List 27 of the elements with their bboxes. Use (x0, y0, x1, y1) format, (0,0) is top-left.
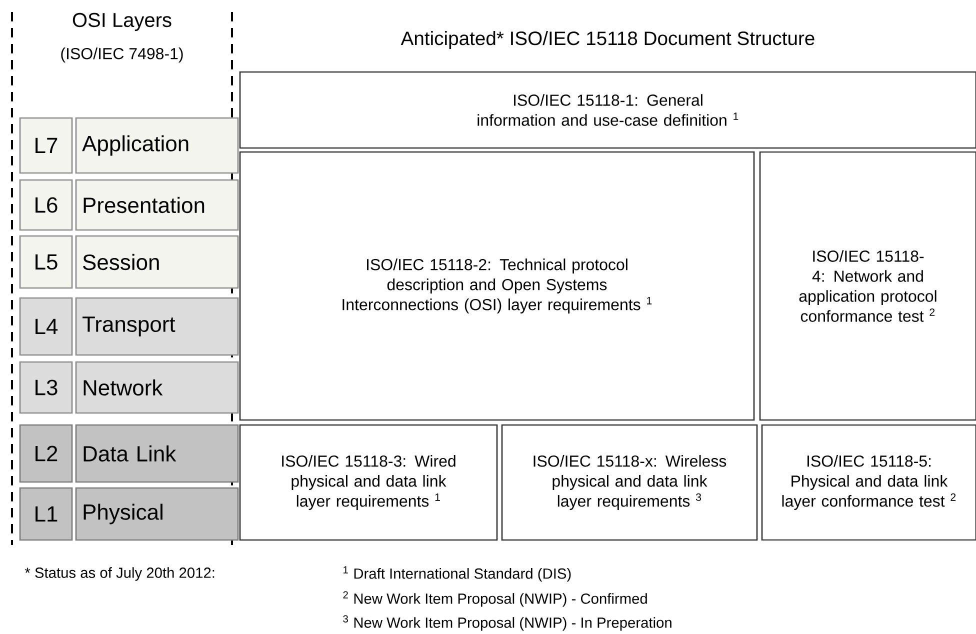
layer-cell: Session (75, 235, 239, 289)
layer-cell: Application (75, 117, 239, 174)
layer-cell: Network (75, 361, 239, 414)
footnote-text: * Status as of July 20th 2012: (24, 567, 214, 581)
layer-cell: L4 (19, 297, 73, 356)
layer-cell: Presentation (75, 179, 239, 231)
column-heading: OSI Layers (72, 12, 172, 32)
document-box: ISO/IEC 15118-4: Network and application protocol conformance test $^{2}$ (759, 151, 976, 421)
diagram-title: Anticipated* ISO/IEC 15118 Document Structure (400, 30, 814, 49)
layer-cell: Data Link (75, 424, 239, 483)
document-box: ISO/IEC 15118-x: Wireless physical and data link layer requirements $^{3}$ (501, 424, 758, 541)
footnote-text: $^{3}$ New Work Item Proposal (NWIP) - In Preperation (343, 615, 672, 631)
layer-cell: Physical (75, 487, 239, 541)
document-box: ISO/IEC 15118-2: Technical protocol description and Open Systems Interconnections (OSI) layer requirements $^{1}$ (239, 151, 755, 421)
document-box: ISO/IEC 15118-5: Physical and data link layer conformance test $^{2}$ (761, 424, 976, 541)
layer-cell: L2 (19, 424, 73, 483)
layer-cell: L5 (19, 235, 73, 289)
column-subheading: (ISO/IEC 7498-1) (61, 48, 183, 62)
document-box: ISO/IEC 15118-1: General information and use-case definition $^{1}$ (239, 71, 976, 149)
document-box: ISO/IEC 15118-3: Wired physical and data link layer requirements $^{1}$ (239, 424, 498, 541)
layer-cell: L1 (19, 487, 73, 541)
layer-cell: L7 (19, 117, 73, 174)
layer-cell: L3 (19, 361, 73, 414)
footnote-text: $^{1}$ Draft International Standard (DIS) (344, 566, 571, 582)
footnote-text: $^{2}$ New Work Item Proposal (NWIP) - Confirmed (343, 591, 647, 607)
layer-cell: Transport (75, 297, 239, 356)
layer-cell: L6 (19, 179, 73, 231)
